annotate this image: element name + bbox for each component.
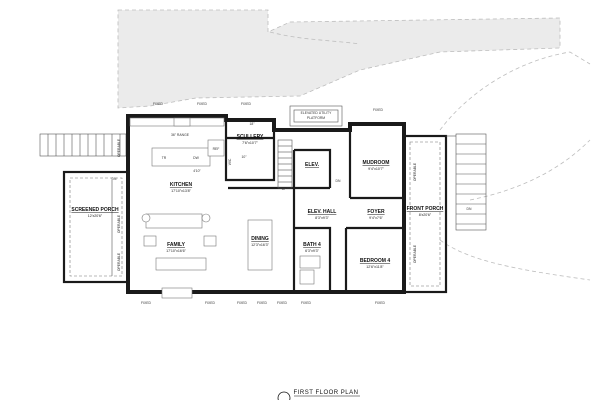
sofa xyxy=(145,213,203,229)
label-front-porch: FRONT PORCH xyxy=(407,206,444,212)
site-boundary xyxy=(117,9,591,281)
note-elevation: 4'10" xyxy=(193,169,201,173)
dim-bath4: 6'3"x9'3" xyxy=(305,249,319,253)
note-operable: OPERABLE xyxy=(117,252,121,271)
note-dn: DN xyxy=(467,207,472,211)
chair xyxy=(203,235,217,247)
dim-dining: 12'3"x16'3" xyxy=(251,243,269,247)
note-fixed: FIXED xyxy=(141,301,152,305)
furniture xyxy=(129,117,321,299)
chair xyxy=(143,235,157,247)
label-family: FAMILY xyxy=(167,242,186,248)
coffee-table xyxy=(155,257,207,271)
note-fixed: FIXED xyxy=(237,301,248,305)
note-tr: TR xyxy=(162,156,167,160)
label-bedroom4: BEDROOM 4 xyxy=(360,258,391,264)
utility-platform xyxy=(289,105,343,127)
note-up: UP xyxy=(282,187,287,191)
dim-mudroom: 9'4"x10'7" xyxy=(368,167,384,171)
plan-title: FIRST FLOOR PLAN xyxy=(277,390,360,400)
front-stair xyxy=(455,133,487,231)
note-fixed: FIXED xyxy=(257,301,268,305)
note-fixed: FIXED xyxy=(375,301,386,305)
label-foyer: FOYER xyxy=(367,209,385,215)
dim-elev-hall: 8'3"x9'3" xyxy=(315,216,329,220)
label-elev-hall: ELEV. HALL xyxy=(308,209,337,215)
note-pantry: 10" xyxy=(242,155,248,159)
dim-foyer: 9'4"x7'6" xyxy=(369,216,383,220)
note-fridge: REF xyxy=(213,147,220,151)
note-fixed: FIXED xyxy=(197,102,208,106)
fireplace xyxy=(161,287,193,299)
dining-table xyxy=(247,219,273,271)
plan-title-text: FIRST FLOOR PLAN xyxy=(294,390,359,396)
note-operable: OPERABLE xyxy=(117,214,121,233)
range xyxy=(173,117,191,127)
dim-screened-porch: 12'x20'6" xyxy=(88,214,103,218)
note-fixed: FIXED xyxy=(373,108,384,112)
dim-family: 17'10"x16'6" xyxy=(166,249,186,253)
interior-walls xyxy=(224,120,404,292)
note-dn: DN xyxy=(336,179,341,183)
note-platform: PLATFORM xyxy=(307,116,325,120)
dim-bedroom4: 12'6"x11'8" xyxy=(366,265,384,269)
note-dw: DW xyxy=(193,156,199,160)
label-dining: DINING xyxy=(251,236,269,242)
label-elev: ELEV. xyxy=(305,162,320,168)
toilet xyxy=(299,269,315,285)
note-fixed: FIXED xyxy=(241,102,252,106)
refrigerator xyxy=(207,139,225,157)
label-screened-porch: SCREENED PORCH xyxy=(71,207,119,213)
note-range: 36" RANGE xyxy=(171,133,190,137)
note-operable: OPERABLE xyxy=(413,244,417,263)
vanity xyxy=(299,255,321,269)
side-table xyxy=(201,213,211,223)
dim-scullery: 7'6"x10'7" xyxy=(242,141,258,145)
dim-front-porch: 8'x20'6" xyxy=(419,213,432,217)
note-fixed: FIXED xyxy=(277,301,288,305)
interior-stair xyxy=(277,139,293,189)
kitchen-island xyxy=(151,147,211,167)
label-mudroom: MUDROOM xyxy=(363,160,390,166)
rear-stair xyxy=(39,133,127,157)
note-operable: OPERABLE xyxy=(413,162,417,181)
note-dn: DN xyxy=(112,177,117,181)
side-table xyxy=(141,213,151,223)
note-fixed: FIXED xyxy=(301,301,312,305)
label-scullery: SCULLERY xyxy=(237,134,264,140)
note-fixed: FIXED xyxy=(153,102,164,106)
label-kitchen: KITCHEN xyxy=(170,182,193,188)
note-platform: ELEVATED UTILITY xyxy=(301,111,333,115)
front-porch xyxy=(402,134,456,294)
label-bath4: BATH 4 xyxy=(303,242,321,248)
note-operable: OPERABLE xyxy=(117,138,121,157)
note-fixed: FIXED xyxy=(205,301,216,305)
note-wic: W/C xyxy=(228,158,232,165)
dim-kitchen: 17'10"x13'8" xyxy=(171,189,191,193)
note-shelf: 18" xyxy=(250,122,256,126)
